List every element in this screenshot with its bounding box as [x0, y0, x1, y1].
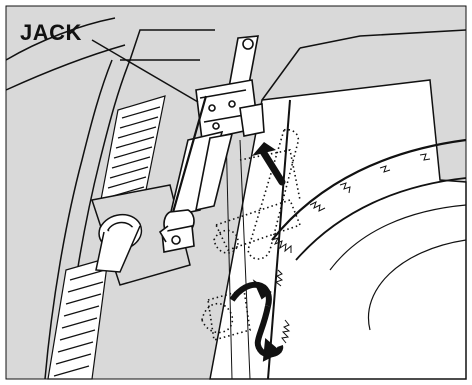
jack-label: JACK: [20, 22, 82, 44]
